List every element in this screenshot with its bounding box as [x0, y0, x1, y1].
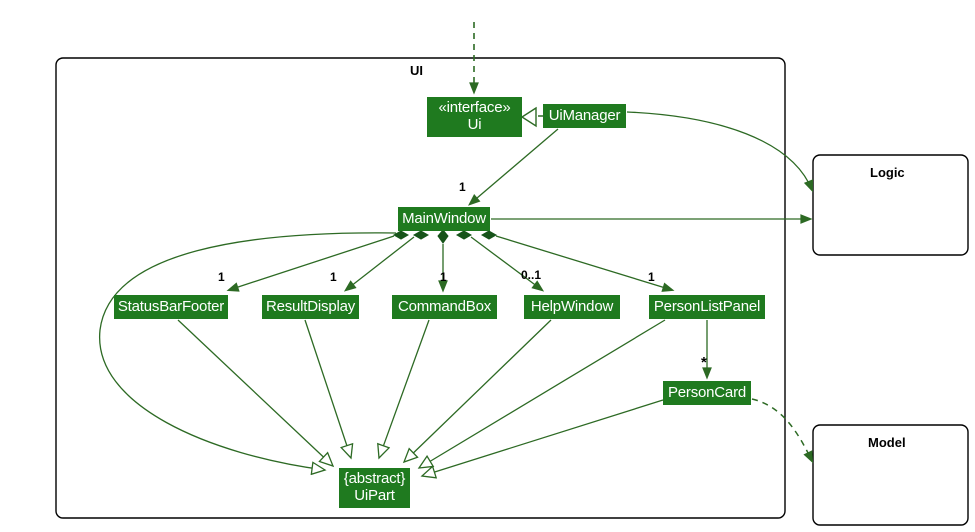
multiplicity-mainwindow-helpwindow: 0..1 [521, 268, 542, 282]
package-frame-model [812, 424, 969, 526]
edge-mainwindow-to-statusbarfooter [226, 235, 395, 292]
class-name-person-list-panel: PersonListPanel [653, 297, 761, 315]
composition-diamond-statusbarfooter [392, 230, 410, 240]
class-name-person-card: PersonCard [667, 383, 747, 401]
class-box-ui-part[interactable]: {abstract} UiPart [339, 468, 410, 508]
edge-mainwindow-to-personlistpanel [495, 235, 675, 292]
package-frame-ui [55, 57, 786, 519]
composition-diamond-personlistpanel [480, 230, 498, 240]
class-name-ui-manager: UiManager [548, 106, 621, 124]
class-box-status-bar-footer[interactable]: StatusBarFooter [114, 295, 228, 319]
package-label-ui: UI [410, 63, 423, 78]
edge-uimanager-to-mainwindow [468, 128, 559, 206]
package-label-model: Model [868, 435, 906, 450]
class-box-person-list-panel[interactable]: PersonListPanel [649, 295, 765, 319]
composition-diamond-helpwindow [455, 230, 473, 240]
multiplicity-mainwindow-resultdisplay: 1 [330, 270, 337, 284]
class-box-result-display[interactable]: ResultDisplay [262, 295, 359, 319]
class-stereotype-ui: «interface» [438, 99, 511, 117]
class-box-main-window[interactable]: MainWindow [398, 207, 490, 231]
class-box-help-window[interactable]: HelpWindow [524, 295, 620, 319]
edge-helpwindow-to-uipart [404, 319, 552, 462]
class-box-ui-interface[interactable]: «interface» Ui [427, 97, 522, 137]
class-name-status-bar-footer: StatusBarFooter [117, 297, 225, 315]
class-name-result-display: ResultDisplay [265, 297, 356, 315]
package-label-logic: Logic [870, 165, 905, 180]
composition-diamond-resultdisplay [412, 230, 430, 240]
edge-uimanager-to-logic [626, 111, 813, 193]
multiplicity-uimanager-mainwindow: 1 [459, 180, 466, 194]
edge-personcard-to-model [751, 398, 814, 464]
package-frame-logic [812, 154, 969, 256]
class-box-person-card[interactable]: PersonCard [663, 381, 751, 405]
edge-personlistpanel-to-uipart [419, 319, 666, 468]
edge-resultdisplay-to-uipart [304, 319, 351, 458]
multiplicity-mainwindow-statusbarfooter: 1 [218, 270, 225, 284]
edge-uimanager-to-ui-tri [520, 106, 537, 128]
class-stereotype-ui-part: {abstract} [343, 470, 406, 488]
class-name-main-window: MainWindow [402, 209, 486, 227]
class-name-command-box: CommandBox [397, 297, 492, 315]
composition-diamond-commandbox [437, 229, 449, 244]
multiplicity-personlistpanel-personcard: * [701, 354, 707, 371]
edge-personcard-to-uipart [422, 399, 664, 476]
edge-commandbox-to-uipart [379, 319, 430, 458]
edge-statusbarfooter-to-uipart [177, 319, 333, 466]
class-box-ui-manager[interactable]: UiManager [543, 104, 626, 128]
class-name-ui: Ui [467, 116, 482, 133]
class-name-help-window: HelpWindow [530, 297, 614, 315]
edge-mainwindow-to-uipart [99, 232, 397, 470]
multiplicity-mainwindow-personlistpanel: 1 [648, 270, 655, 284]
class-box-command-box[interactable]: CommandBox [392, 295, 497, 319]
multiplicity-mainwindow-commandbox: 1 [440, 270, 447, 284]
edge-mainwindow-to-resultdisplay [343, 236, 415, 292]
edge-mainwindow-to-helpwindow [470, 236, 545, 292]
class-name-ui-part: UiPart [354, 487, 395, 504]
